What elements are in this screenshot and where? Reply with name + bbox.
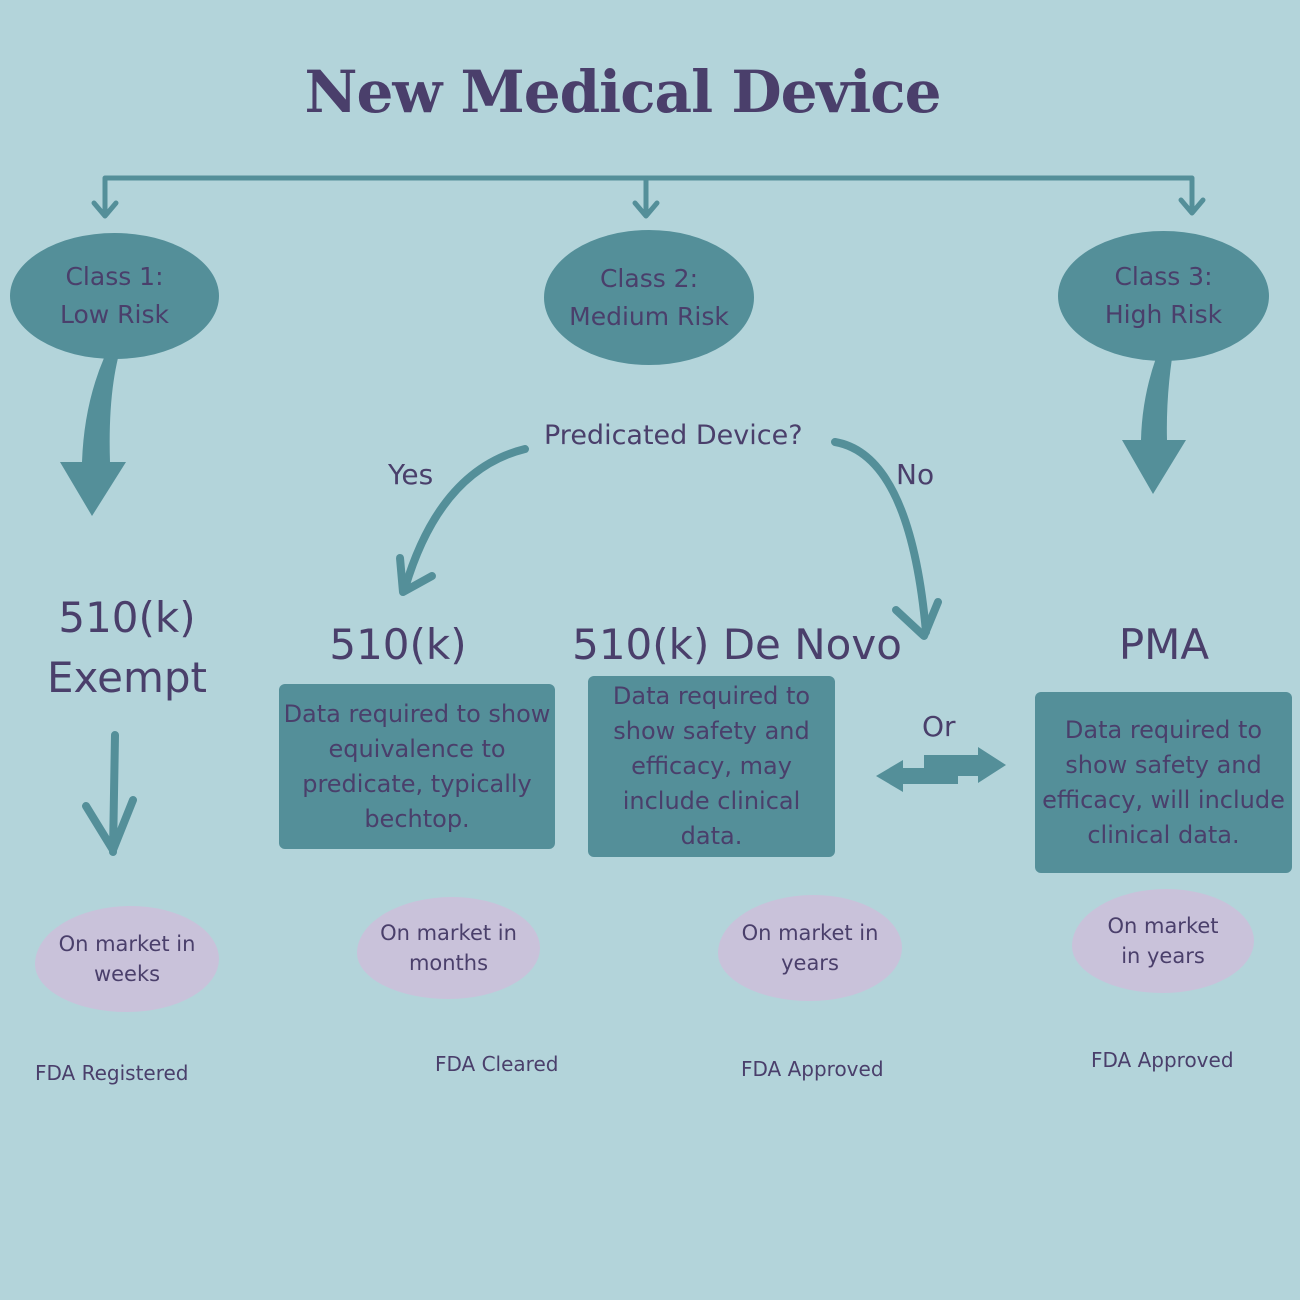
class3-down-arrow bbox=[1122, 358, 1186, 494]
exempt-down-arrow bbox=[82, 731, 137, 856]
yes-arrowhead bbox=[396, 554, 436, 596]
yes-curved-arrow bbox=[401, 445, 529, 592]
status-fda-approved-de-novo: FDA Approved bbox=[741, 1057, 884, 1081]
no-arrowhead bbox=[892, 598, 942, 640]
class-3-risk: High Risk bbox=[1104, 300, 1223, 329]
pathway-510k-de-novo: 510(k) De Novo bbox=[572, 620, 902, 669]
class-3-ellipse: Class 3: High Risk bbox=[1058, 231, 1269, 361]
class-2-ellipse: Class 2: Medium Risk bbox=[544, 230, 754, 365]
no-curved-arrow bbox=[831, 438, 930, 636]
class-3-title: Class 3: bbox=[1114, 262, 1213, 291]
class-2-risk: Medium Risk bbox=[569, 301, 729, 331]
timeline-blob-years-de-novo: On market in years bbox=[718, 895, 902, 1001]
pathway-510k-exempt: 510(k) Exempt bbox=[27, 588, 227, 708]
status-fda-approved-pma: FDA Approved bbox=[1091, 1048, 1234, 1072]
top-distribution-bar bbox=[91, 175, 1206, 219]
requirement-box-510k: Data required to show equivalence to pre… bbox=[279, 684, 555, 849]
status-fda-registered: FDA Registered bbox=[35, 1061, 189, 1085]
timeline-blob-years-pma: On market in years bbox=[1072, 889, 1254, 993]
class-2-title: Class 2: bbox=[599, 263, 699, 293]
class-1-title: Class 1: bbox=[65, 262, 164, 291]
timeline-blob-months: On market in months bbox=[357, 897, 540, 999]
yes-label: Yes bbox=[388, 458, 434, 491]
page-title: New Medical Device bbox=[304, 58, 941, 126]
predicate-question: Predicated Device? bbox=[544, 420, 803, 451]
or-label: Or bbox=[922, 710, 956, 743]
pathway-510k-exempt-line2: Exempt bbox=[47, 653, 207, 702]
pathway-510k-exempt-line1: 510(k) bbox=[58, 593, 196, 642]
timeline-blob-weeks: On market in weeks bbox=[35, 906, 219, 1012]
requirement-box-de-novo: Data required to show safety and efficac… bbox=[588, 676, 835, 857]
requirement-box-pma: Data required to show safety and efficac… bbox=[1035, 692, 1292, 873]
class-1-ellipse: Class 1: Low Risk bbox=[10, 233, 219, 359]
no-label: No bbox=[896, 458, 935, 491]
or-double-arrow bbox=[876, 747, 1006, 792]
pathway-pma: PMA bbox=[1118, 620, 1210, 669]
status-fda-cleared: FDA Cleared bbox=[435, 1052, 559, 1076]
class1-down-arrow bbox=[60, 358, 126, 516]
pathway-510k: 510(k) bbox=[329, 620, 467, 669]
class-1-risk: Low Risk bbox=[60, 300, 169, 329]
